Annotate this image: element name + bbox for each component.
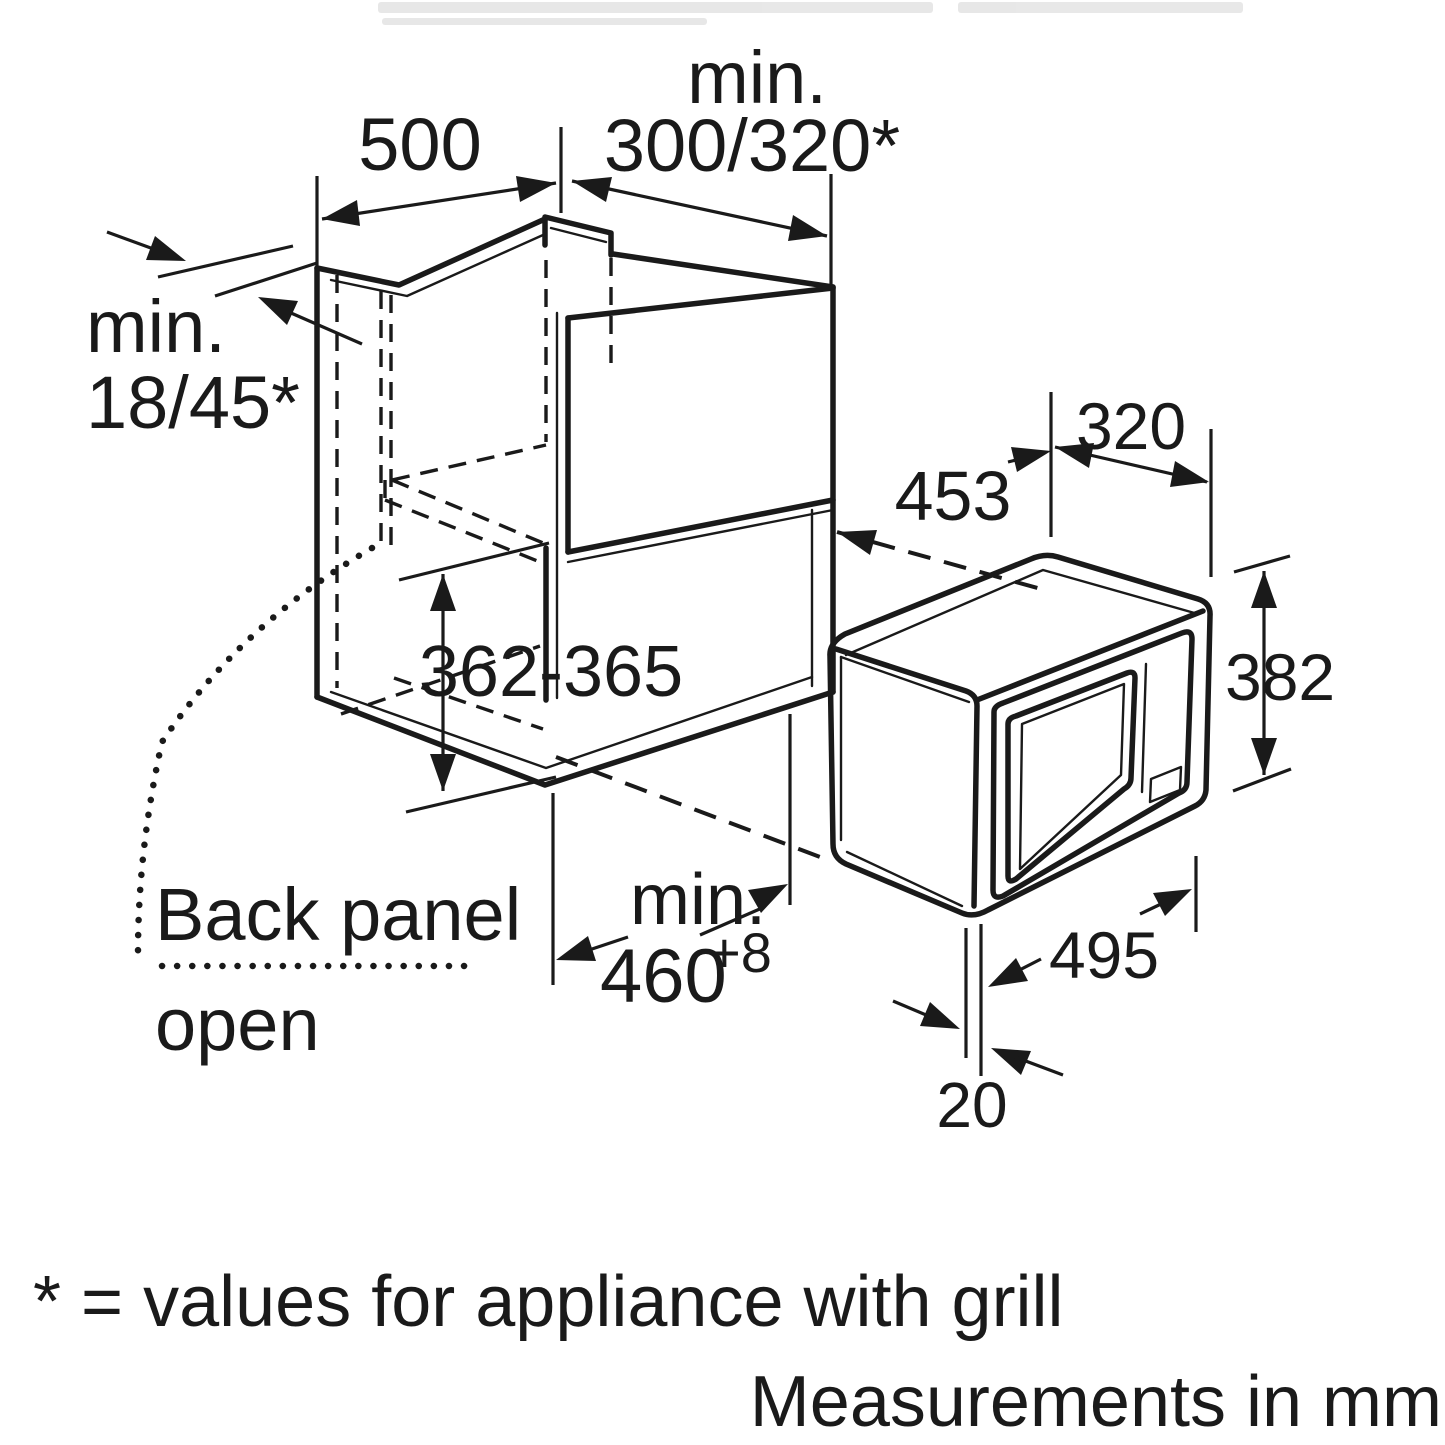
label-top-clearance: 300/320* [604,104,900,187]
label-niche-width-min: min. [630,860,766,940]
scan-artifact [378,2,1243,25]
dim-top-clearance-300-320 [571,174,833,285]
label-top-min: min. [687,36,827,119]
dim-appliance-depth-320 [1054,429,1213,577]
label-appliance-width: 495 [1049,918,1159,992]
dim-frame-protrusion-20 [892,924,1064,1077]
insertion-lines [555,530,1042,862]
label-side-min: min. [86,285,226,368]
footnote: * = values for appliance with grill [33,1262,1064,1342]
microwave-door [990,629,1195,900]
label-depth-453: 453 [895,457,1012,535]
cabinet-hidden-lines [335,258,613,731]
dim-niche-width-460 [551,714,792,985]
label-side-clearance: 18/45* [86,361,300,444]
dim-niche-height-362-365 [398,541,557,814]
microwave-outline [827,552,1213,918]
door-display-window [1148,765,1183,804]
dim-depth-453 [837,392,1053,555]
dim-cabinet-width-500 [315,127,563,266]
label-back-panel-1: Back panel [155,873,521,956]
label-frame-protrusion: 20 [936,1069,1007,1141]
label-niche-height: 362-365 [419,632,683,712]
label-appliance-depth: 320 [1076,389,1186,463]
cabinet-outline [314,214,836,788]
dim-appliance-height-382 [1232,554,1292,793]
label-back-panel-2: open [155,983,320,1066]
dim-appliance-width-495 [988,856,1198,987]
label-cabinet-width: 500 [358,103,481,186]
units-note: Measurements in mm [750,1362,1442,1442]
label-appliance-height: 382 [1225,640,1335,714]
dim-side-clearance-18-45 [106,230,363,346]
label-niche-width-tol: +8 [708,921,772,984]
label-niche-width: 460 [600,934,727,1019]
